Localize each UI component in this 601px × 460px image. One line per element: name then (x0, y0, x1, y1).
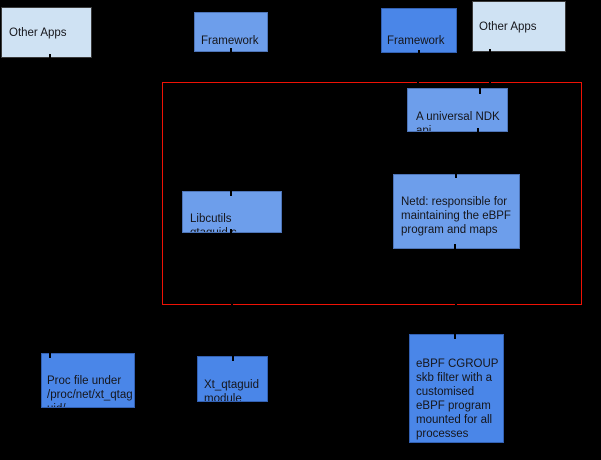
node-label: A universal NDK api (416, 111, 500, 132)
connector-stub (231, 300, 233, 310)
node-label: Other Apps (479, 20, 537, 33)
connector-stub (454, 244, 456, 253)
connector-stub (455, 169, 457, 178)
node-other-apps-right: Other Apps (472, 1, 566, 52)
node-universal-ndk-api: A universal NDK api (407, 88, 508, 132)
node-proc-file: Proc file under /proc/net/xt_qtag uid/ (41, 353, 135, 408)
node-ebpf-cgroup-filter: eBPF CGROUP skb filter with a customised… (409, 334, 504, 443)
node-libcutils-qtaguid: Libcutils qtaguid.c (182, 191, 282, 233)
connector-stub (230, 48, 232, 58)
connector-stub (479, 85, 481, 94)
connector-stub (232, 352, 234, 361)
connector-stub (49, 54, 51, 63)
connector-stub (489, 49, 491, 56)
connector-stub (489, 78, 491, 87)
connector-stub (454, 330, 456, 339)
connector-stub (417, 78, 419, 87)
node-framework-left: Framework (194, 12, 268, 52)
node-label: Framework (201, 35, 259, 47)
node-label: eBPF CGROUP skb filter with a customised… (416, 358, 499, 440)
connector-stub (230, 187, 232, 196)
node-label: Other Apps (9, 26, 67, 39)
node-label: Netd: responsible for maintaining the eB… (401, 196, 511, 236)
connector-stub (418, 50, 420, 58)
node-xt-qtaguid-module: Xt_qtaguid module (197, 356, 268, 402)
connector-stub (49, 349, 51, 358)
node-label: Framework (387, 35, 445, 47)
node-label: Libcutils qtaguid.c (190, 213, 237, 233)
connector-stub (477, 128, 479, 137)
highlight-region-border (162, 82, 582, 305)
node-framework-right: Framework (381, 8, 457, 53)
node-other-apps-left: Other Apps (1, 7, 92, 58)
node-label: Proc file under /proc/net/xt_qtag uid/ (47, 375, 133, 407)
connector-stub (455, 300, 457, 310)
connector-stub (230, 229, 232, 238)
node-netd: Netd: responsible for maintaining the eB… (393, 174, 520, 249)
node-label: Xt_qtaguid module (204, 379, 259, 402)
